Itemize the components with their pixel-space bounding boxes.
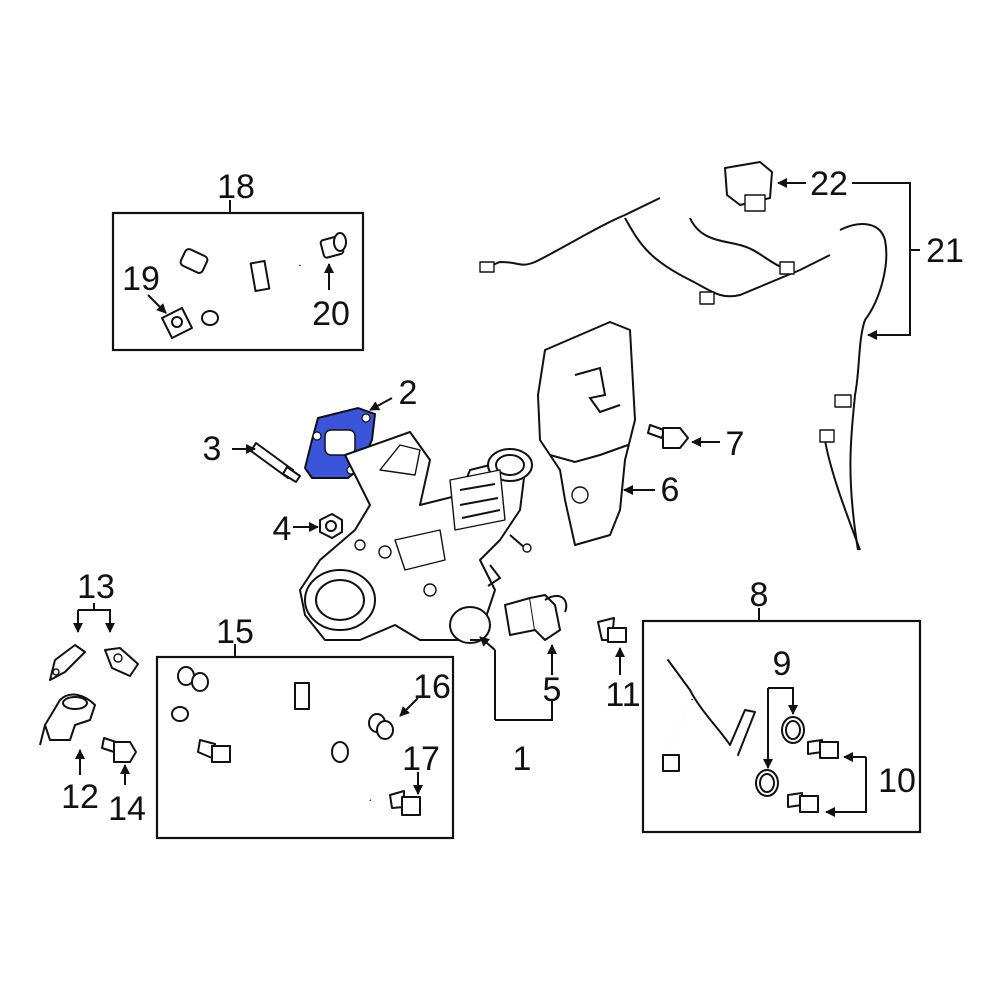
- callout-2: 2: [399, 374, 418, 412]
- callout-11: 11: [605, 676, 640, 714]
- gasket-13-right: [104, 647, 139, 677]
- callout-9: 9: [773, 645, 792, 683]
- seal-9-lower: [755, 769, 779, 797]
- box-8: [641, 619, 922, 834]
- solenoid-valve-22: [724, 161, 773, 212]
- callout-20: 20: [312, 295, 350, 333]
- turbocharger-1: [299, 431, 533, 644]
- callout-15: 15: [216, 613, 254, 651]
- callout-5: 5: [543, 671, 562, 709]
- seals-16: [368, 713, 394, 740]
- washers-15: [177, 666, 209, 692]
- callout-14: 14: [108, 790, 146, 828]
- callout-19: 19: [122, 260, 160, 298]
- solenoid-5: [504, 594, 568, 641]
- callout-4: 4: [273, 510, 292, 548]
- callout-3: 3: [203, 430, 222, 468]
- bolt-10-upper: [807, 739, 839, 759]
- pipe-12: [39, 693, 96, 746]
- bolt-14: [101, 737, 137, 763]
- coolant-line-8: [662, 659, 756, 772]
- callout-21: 21: [926, 232, 964, 270]
- bolt-17: [389, 790, 421, 816]
- callout-6: 6: [661, 471, 680, 509]
- banjo-bolt-left: [179, 248, 209, 274]
- callout-13: 13: [77, 568, 115, 606]
- callout-17: 17: [402, 740, 440, 778]
- box-18: [111, 211, 365, 352]
- bolt-15: [197, 739, 231, 763]
- callout-8: 8: [750, 576, 769, 614]
- bolt-10-lower: [787, 792, 819, 813]
- callout-7: 7: [726, 425, 745, 463]
- callout-10: 10: [878, 762, 916, 800]
- bolt-7: [647, 424, 689, 449]
- oil-return-line: [171, 682, 372, 802]
- heat-shield-6: [537, 321, 636, 546]
- box-15: [155, 655, 455, 840]
- callout-1: 1: [513, 740, 532, 778]
- fitting-20: [319, 232, 347, 259]
- seal-9-upper: [781, 716, 805, 744]
- gasket-13-left: [49, 644, 86, 681]
- bolt-11: [597, 617, 627, 643]
- callout-16: 16: [413, 668, 451, 706]
- washer-19: [161, 307, 193, 339]
- callout-18: 18: [217, 168, 255, 206]
- vacuum-harness-21: [479, 197, 888, 551]
- oil-feed-line: [201, 230, 305, 326]
- nut-4: [319, 513, 343, 539]
- stud-3: [250, 442, 301, 483]
- callout-12: 12: [61, 778, 99, 816]
- callout-22: 22: [810, 165, 848, 203]
